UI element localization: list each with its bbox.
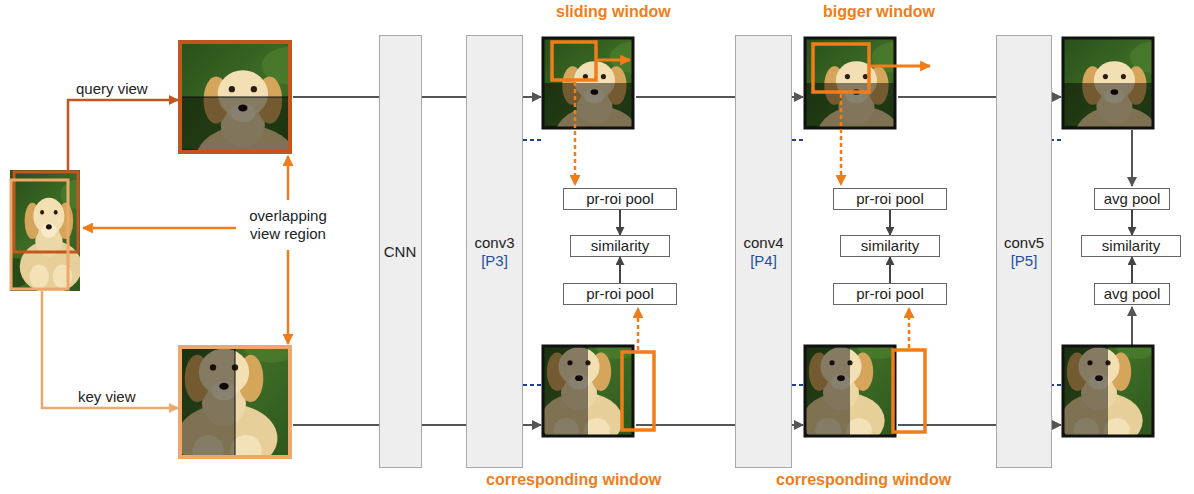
stage-tag: [P3] xyxy=(481,252,508,270)
connector-arrow xyxy=(619,257,621,283)
node-label: pr-roi pool xyxy=(856,190,924,208)
query-border xyxy=(180,42,290,152)
pool-box: avg pool xyxy=(1094,283,1170,305)
overlap-pointers xyxy=(83,156,288,344)
bigger-window xyxy=(813,44,869,92)
corresponding-window xyxy=(893,350,925,432)
slide-arrow xyxy=(596,59,630,62)
stage-tag: [P4] xyxy=(750,252,777,270)
shade xyxy=(543,83,633,128)
map-border xyxy=(543,38,633,128)
connector-arrow xyxy=(1131,257,1133,283)
split-line xyxy=(235,347,236,457)
key-image xyxy=(144,312,303,472)
window-label: bigger window xyxy=(823,2,935,21)
feature-map xyxy=(775,318,905,449)
shade xyxy=(180,347,235,457)
node-label: conv3 xyxy=(474,234,514,252)
shade xyxy=(1063,83,1153,128)
feature-map xyxy=(529,32,659,163)
flow-arrow xyxy=(1131,130,1133,186)
stage-tag: [P5] xyxy=(1011,252,1038,270)
map-border xyxy=(1063,346,1153,436)
node-label: CNN xyxy=(384,243,417,261)
layer-bar: conv5[P5] xyxy=(996,35,1052,468)
shade xyxy=(805,346,850,436)
node-label: similarity xyxy=(861,237,919,255)
overlap-pointer xyxy=(287,156,290,200)
window-label: corresponding window xyxy=(776,470,951,489)
split-line xyxy=(180,97,290,98)
connector-arrow xyxy=(889,210,891,235)
layer-bar: CNN xyxy=(379,35,422,468)
feature-map xyxy=(1049,32,1179,163)
map-border xyxy=(805,38,895,128)
connector-arrow xyxy=(889,257,891,283)
overlap-pointer xyxy=(287,250,290,344)
map-border xyxy=(805,346,895,436)
roi-leader xyxy=(908,308,911,348)
connector-arrow xyxy=(1131,210,1133,235)
query-image xyxy=(163,34,322,194)
feature-map xyxy=(1033,318,1163,449)
node-label: conv5 xyxy=(1004,234,1044,252)
shade xyxy=(1063,346,1108,436)
map-border xyxy=(543,346,633,436)
node-label: pr-roi pool xyxy=(856,285,924,303)
query-leader xyxy=(68,100,178,172)
layer-bar: conv4[P4] xyxy=(735,35,792,468)
node-label: similarity xyxy=(1102,237,1160,255)
sliding-window xyxy=(552,42,596,80)
map-border xyxy=(1063,38,1153,128)
pool-box: avg pool xyxy=(1094,188,1170,210)
key-border xyxy=(180,347,290,457)
overlap-pointer xyxy=(83,227,236,230)
node-label: avg pool xyxy=(1104,190,1161,208)
pool-box: pr-roi pool xyxy=(833,283,947,305)
corresponding-window xyxy=(622,352,654,430)
key-leader xyxy=(42,291,178,408)
window-label: corresponding window xyxy=(486,470,661,489)
node-label: conv4 xyxy=(743,234,783,252)
shade xyxy=(805,83,895,128)
node-label: pr-roi pool xyxy=(586,285,654,303)
pool-box: pr-roi pool xyxy=(563,283,677,305)
source-image xyxy=(0,170,97,293)
shade xyxy=(180,97,290,152)
roi-leader xyxy=(840,94,843,185)
slide-arrow xyxy=(869,65,930,68)
layer-bar: conv3[P3] xyxy=(466,35,523,468)
node-label: similarity xyxy=(591,237,649,255)
similarity-box: similarity xyxy=(570,235,670,257)
shade xyxy=(543,346,588,436)
key-frame xyxy=(11,180,68,289)
node-label: avg pool xyxy=(1104,285,1161,303)
pool-box: pr-roi pool xyxy=(833,188,947,210)
roi-leader xyxy=(574,82,577,185)
feature-map xyxy=(791,32,921,163)
pool-box: pr-roi pool xyxy=(563,188,677,210)
view-label: key view xyxy=(78,388,136,406)
node-label: pr-roi pool xyxy=(586,190,654,208)
region-label: overlapping view region xyxy=(236,207,340,243)
similarity-box: similarity xyxy=(1081,235,1181,257)
view-label: query view xyxy=(76,80,148,98)
similarity-box: similarity xyxy=(840,235,940,257)
window-label: sliding window xyxy=(556,2,671,21)
connector-arrow xyxy=(619,210,621,235)
flow-arrow xyxy=(1131,307,1133,346)
roi-leader xyxy=(637,308,640,350)
